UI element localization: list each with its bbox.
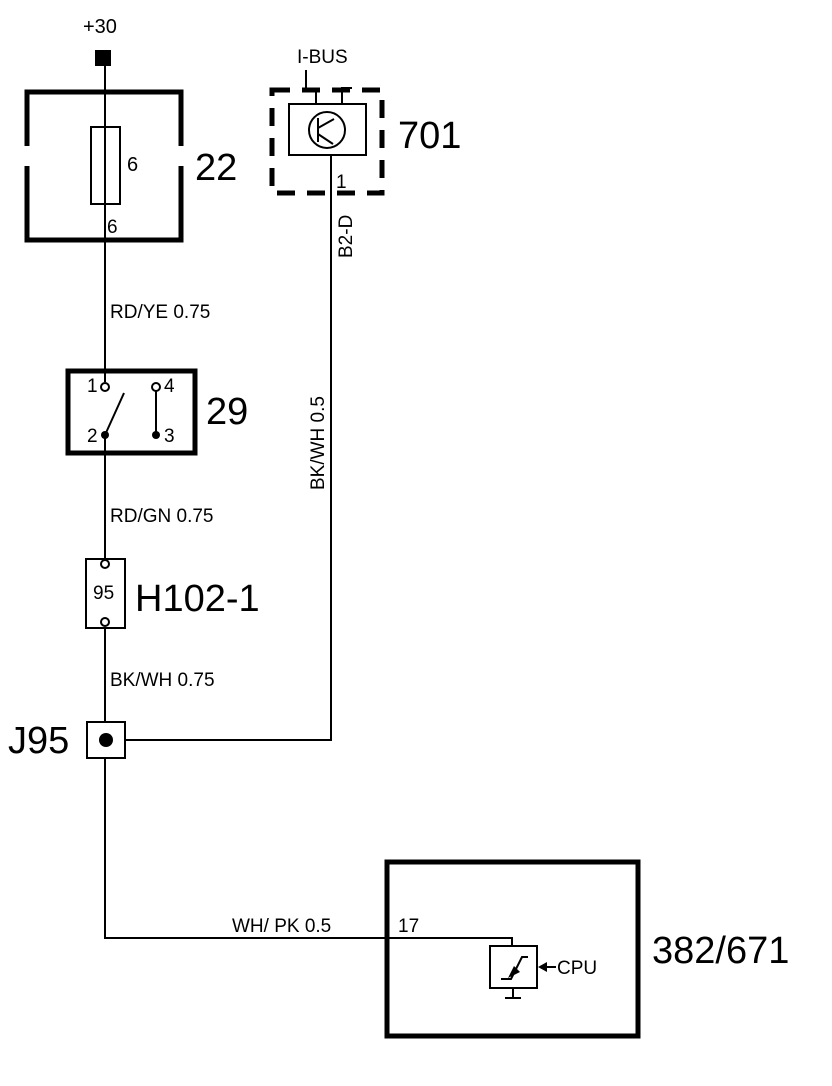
- wire-label-rd-ye: RD/YE 0.75: [110, 302, 210, 323]
- switch-pin-4-label: 4: [164, 376, 175, 397]
- cpu-switch-symbol: [501, 956, 528, 980]
- fuse-pin: 6: [107, 217, 118, 238]
- switch-pin-2-label: 2: [87, 426, 98, 447]
- supply-terminal: [95, 50, 111, 66]
- switch-pin-1: [100, 382, 110, 392]
- cpu-input-arrow-icon: [538, 962, 547, 972]
- control-unit-id: 382/671: [652, 930, 789, 972]
- ibus-unit-id: 701: [398, 115, 461, 157]
- switch-pin-4: [151, 382, 161, 392]
- transistor-leads: [317, 118, 335, 145]
- ibus-label: I-BUS: [297, 47, 348, 68]
- connector-pin-top: [100, 559, 110, 569]
- junction-dot: [99, 733, 113, 747]
- switch-id: 29: [206, 391, 248, 433]
- junction-id: J95: [8, 720, 69, 762]
- control-unit-box: [384, 859, 641, 1039]
- cpu-arrow-icon: [508, 966, 520, 978]
- switch-pin-1-label: 1: [87, 376, 98, 397]
- control-unit-pin: 17: [398, 916, 419, 937]
- wire-label-rd-gn: RD/GN 0.75: [110, 506, 213, 527]
- fuse-value: 6: [127, 154, 138, 176]
- switch-contact-arm: [104, 392, 125, 436]
- supply-label: +30: [83, 16, 117, 38]
- connector-pin-bottom: [100, 617, 110, 627]
- ground-icon: [505, 988, 521, 999]
- ibus-lead-left: [305, 70, 317, 104]
- wire-label-wh-pk: WH/ PK 0.5: [232, 916, 331, 937]
- switch-pin-3-label: 3: [164, 426, 175, 447]
- wire-junction-to-control-unit: [104, 758, 513, 946]
- ibus-signal-label: B2-D: [336, 215, 357, 258]
- fuse-box-id: 22: [195, 147, 237, 189]
- cpu-label: CPU: [557, 958, 597, 979]
- ibus-unit-701-box: [269, 87, 385, 196]
- switch-29-box: [65, 368, 198, 456]
- ibus-lead-right: [341, 87, 352, 104]
- wire-label-bk-wh-075: BK/WH 0.75: [110, 670, 215, 691]
- wire-label-bk-wh-05: BK/WH 0.5: [308, 396, 329, 490]
- connector-id: H102-1: [135, 578, 260, 620]
- ibus-pin: 1: [336, 172, 347, 193]
- transistor-icon: [308, 111, 346, 149]
- connector-pin-label: 95: [93, 583, 114, 604]
